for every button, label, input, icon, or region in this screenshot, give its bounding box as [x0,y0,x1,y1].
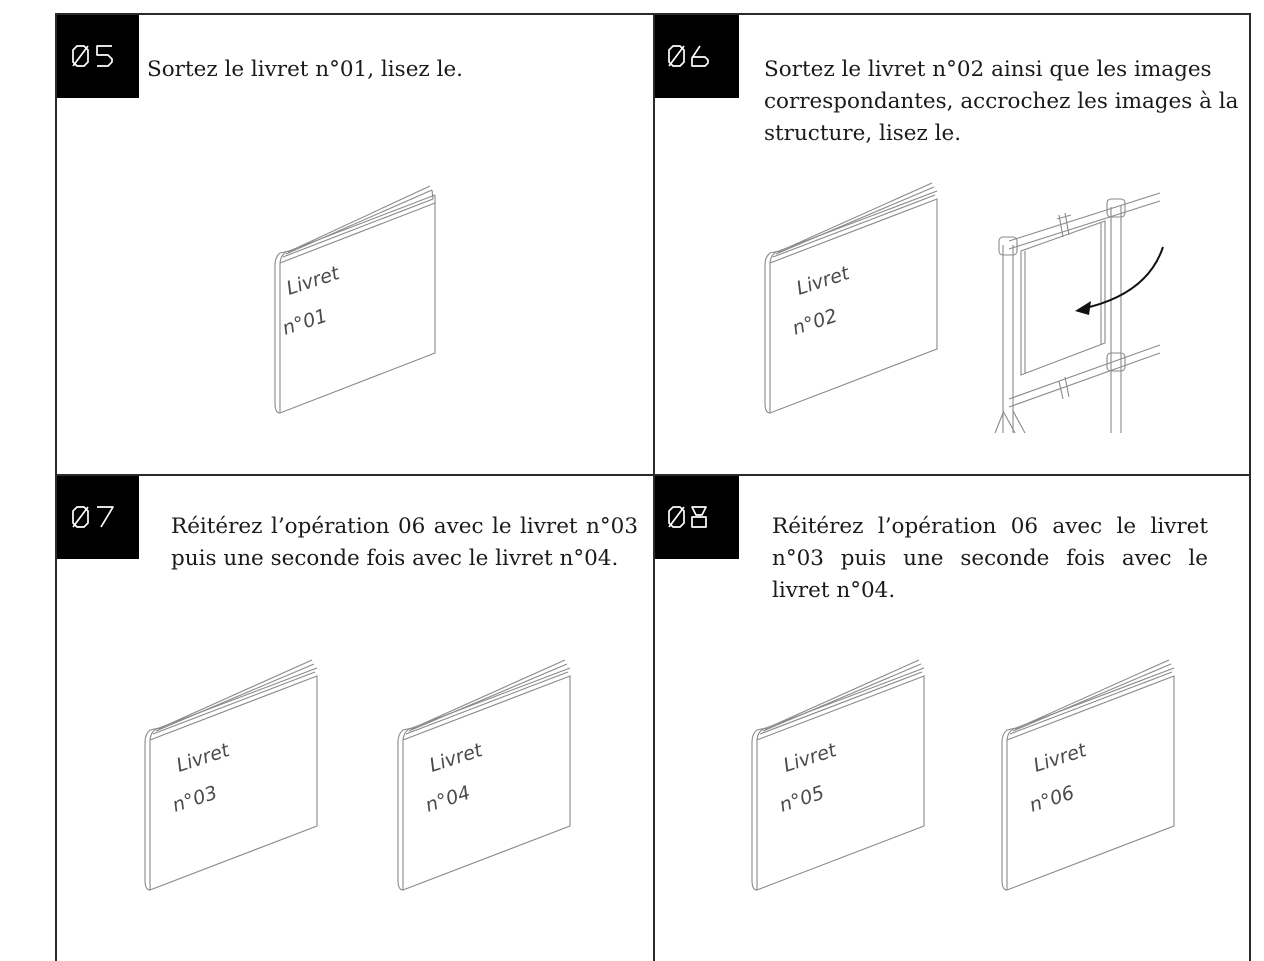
booklet-illustration-03: Livret n°03 [144,659,325,902]
booklet-label-line2: n°03 [170,782,220,817]
step-number-08-icon [668,506,707,528]
booklet-illustration-01: Livret n°01 [274,185,455,425]
booklet-illustration-05: Livret n°05 [751,659,932,902]
booklet-label-line1: Livret [794,262,854,300]
step-number-badge-05 [57,15,139,98]
step-05-instruction: Sortez le livret n°01, lisez le. [147,57,464,82]
step-08-instruction: Réitérez l’opération 06 avec le livret n… [772,514,1208,603]
panel-divider-horizontal [55,474,1251,476]
booklet-label-line2: n°05 [777,782,827,817]
panel-divider-vertical [653,13,655,961]
booklet-label-line1: Livret [781,739,841,777]
step-07-instruction: Réitérez l’opération 06 avec le livret n… [171,514,638,571]
arrow-head-icon [1075,301,1091,315]
step-number-badge-07 [57,476,139,559]
step-number-05-icon [72,45,113,67]
booklet-illustration-04: Livret n°04 [397,659,578,902]
booklet-label-line2: n°01 [280,305,330,340]
step-number-07-icon [72,506,114,528]
booklet-label-line1: Livret [174,739,234,777]
booklet-label-line1: Livret [1031,739,1091,777]
booklet-label-line2: n°04 [423,782,473,817]
booklet-illustration-02: Livret n°02 [764,182,945,425]
booklet-label-line2: n°06 [1027,782,1077,817]
booklet-illustration-06: Livret n°06 [1001,659,1182,902]
step-number-badge-06 [655,15,739,98]
booklet-label-line2: n°02 [790,305,840,340]
booklet-label-line1: Livret [284,262,344,300]
step-06-instruction: Sortez le livret n°02 ainsi que les imag… [764,57,1239,146]
step-number-06-icon [668,45,709,67]
hanging-structure-illustration [994,185,1165,434]
booklet-label-line1: Livret [427,739,487,777]
step-number-badge-08 [655,476,739,559]
